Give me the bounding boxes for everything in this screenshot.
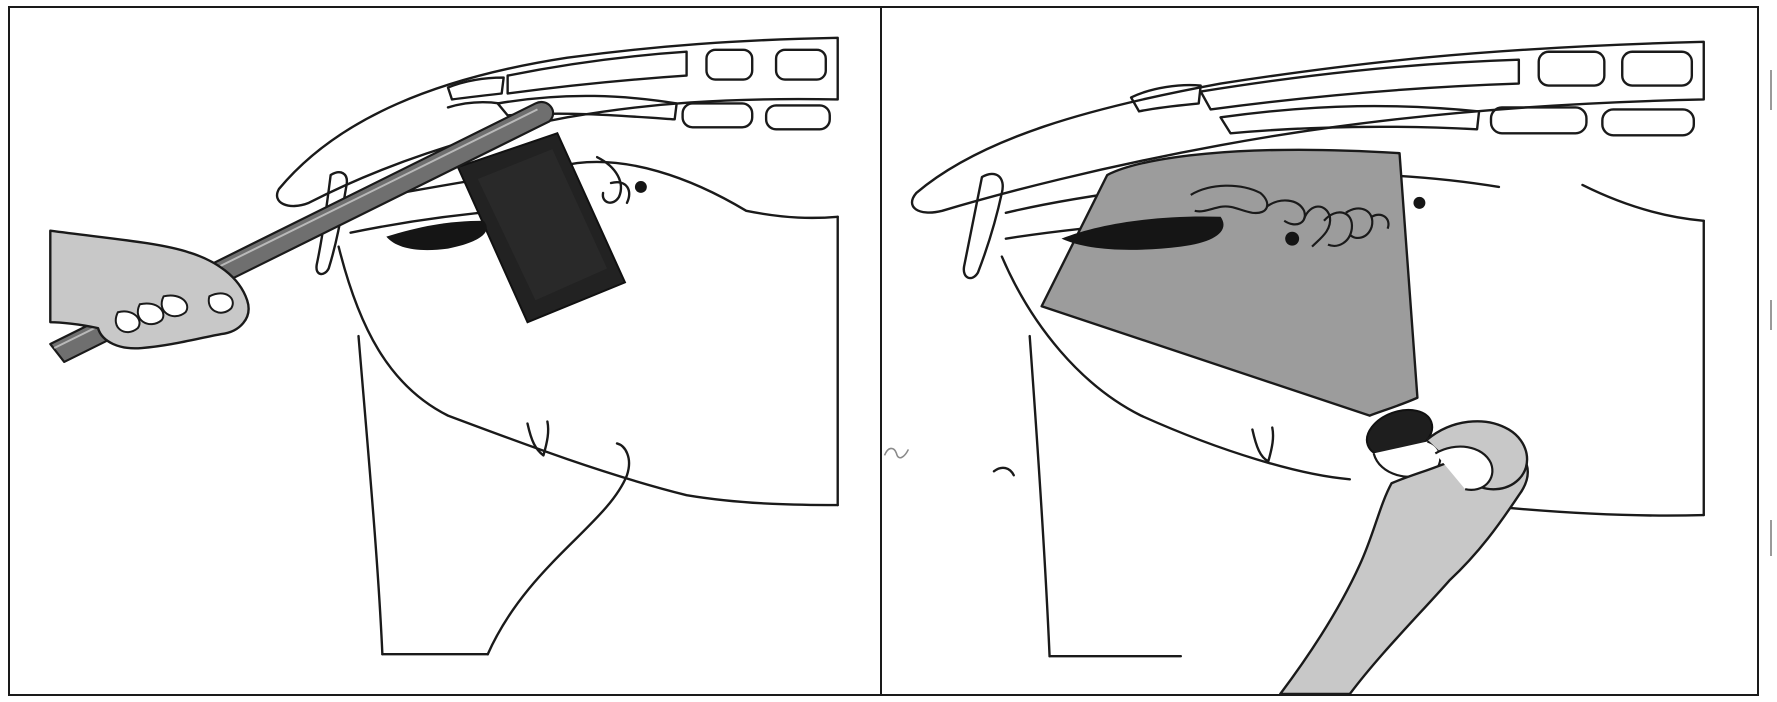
panel-right [880, 6, 1759, 696]
ovary-dot-icon [635, 181, 647, 193]
edge-mark [1770, 300, 1772, 330]
fluid-dot-icon [1285, 232, 1299, 246]
stray-mark-icon [885, 448, 909, 457]
edge-mark [1770, 70, 1772, 110]
ovary-dot-icon [1413, 197, 1425, 209]
panel-right-drawing [882, 8, 1757, 694]
ultrasound-sector-icon [1042, 150, 1418, 416]
panel-left [8, 6, 882, 696]
rectal-content-icon [386, 221, 486, 250]
panel-left-drawing [10, 8, 880, 694]
edge-strip [1767, 0, 1777, 702]
edge-mark [1770, 520, 1772, 556]
